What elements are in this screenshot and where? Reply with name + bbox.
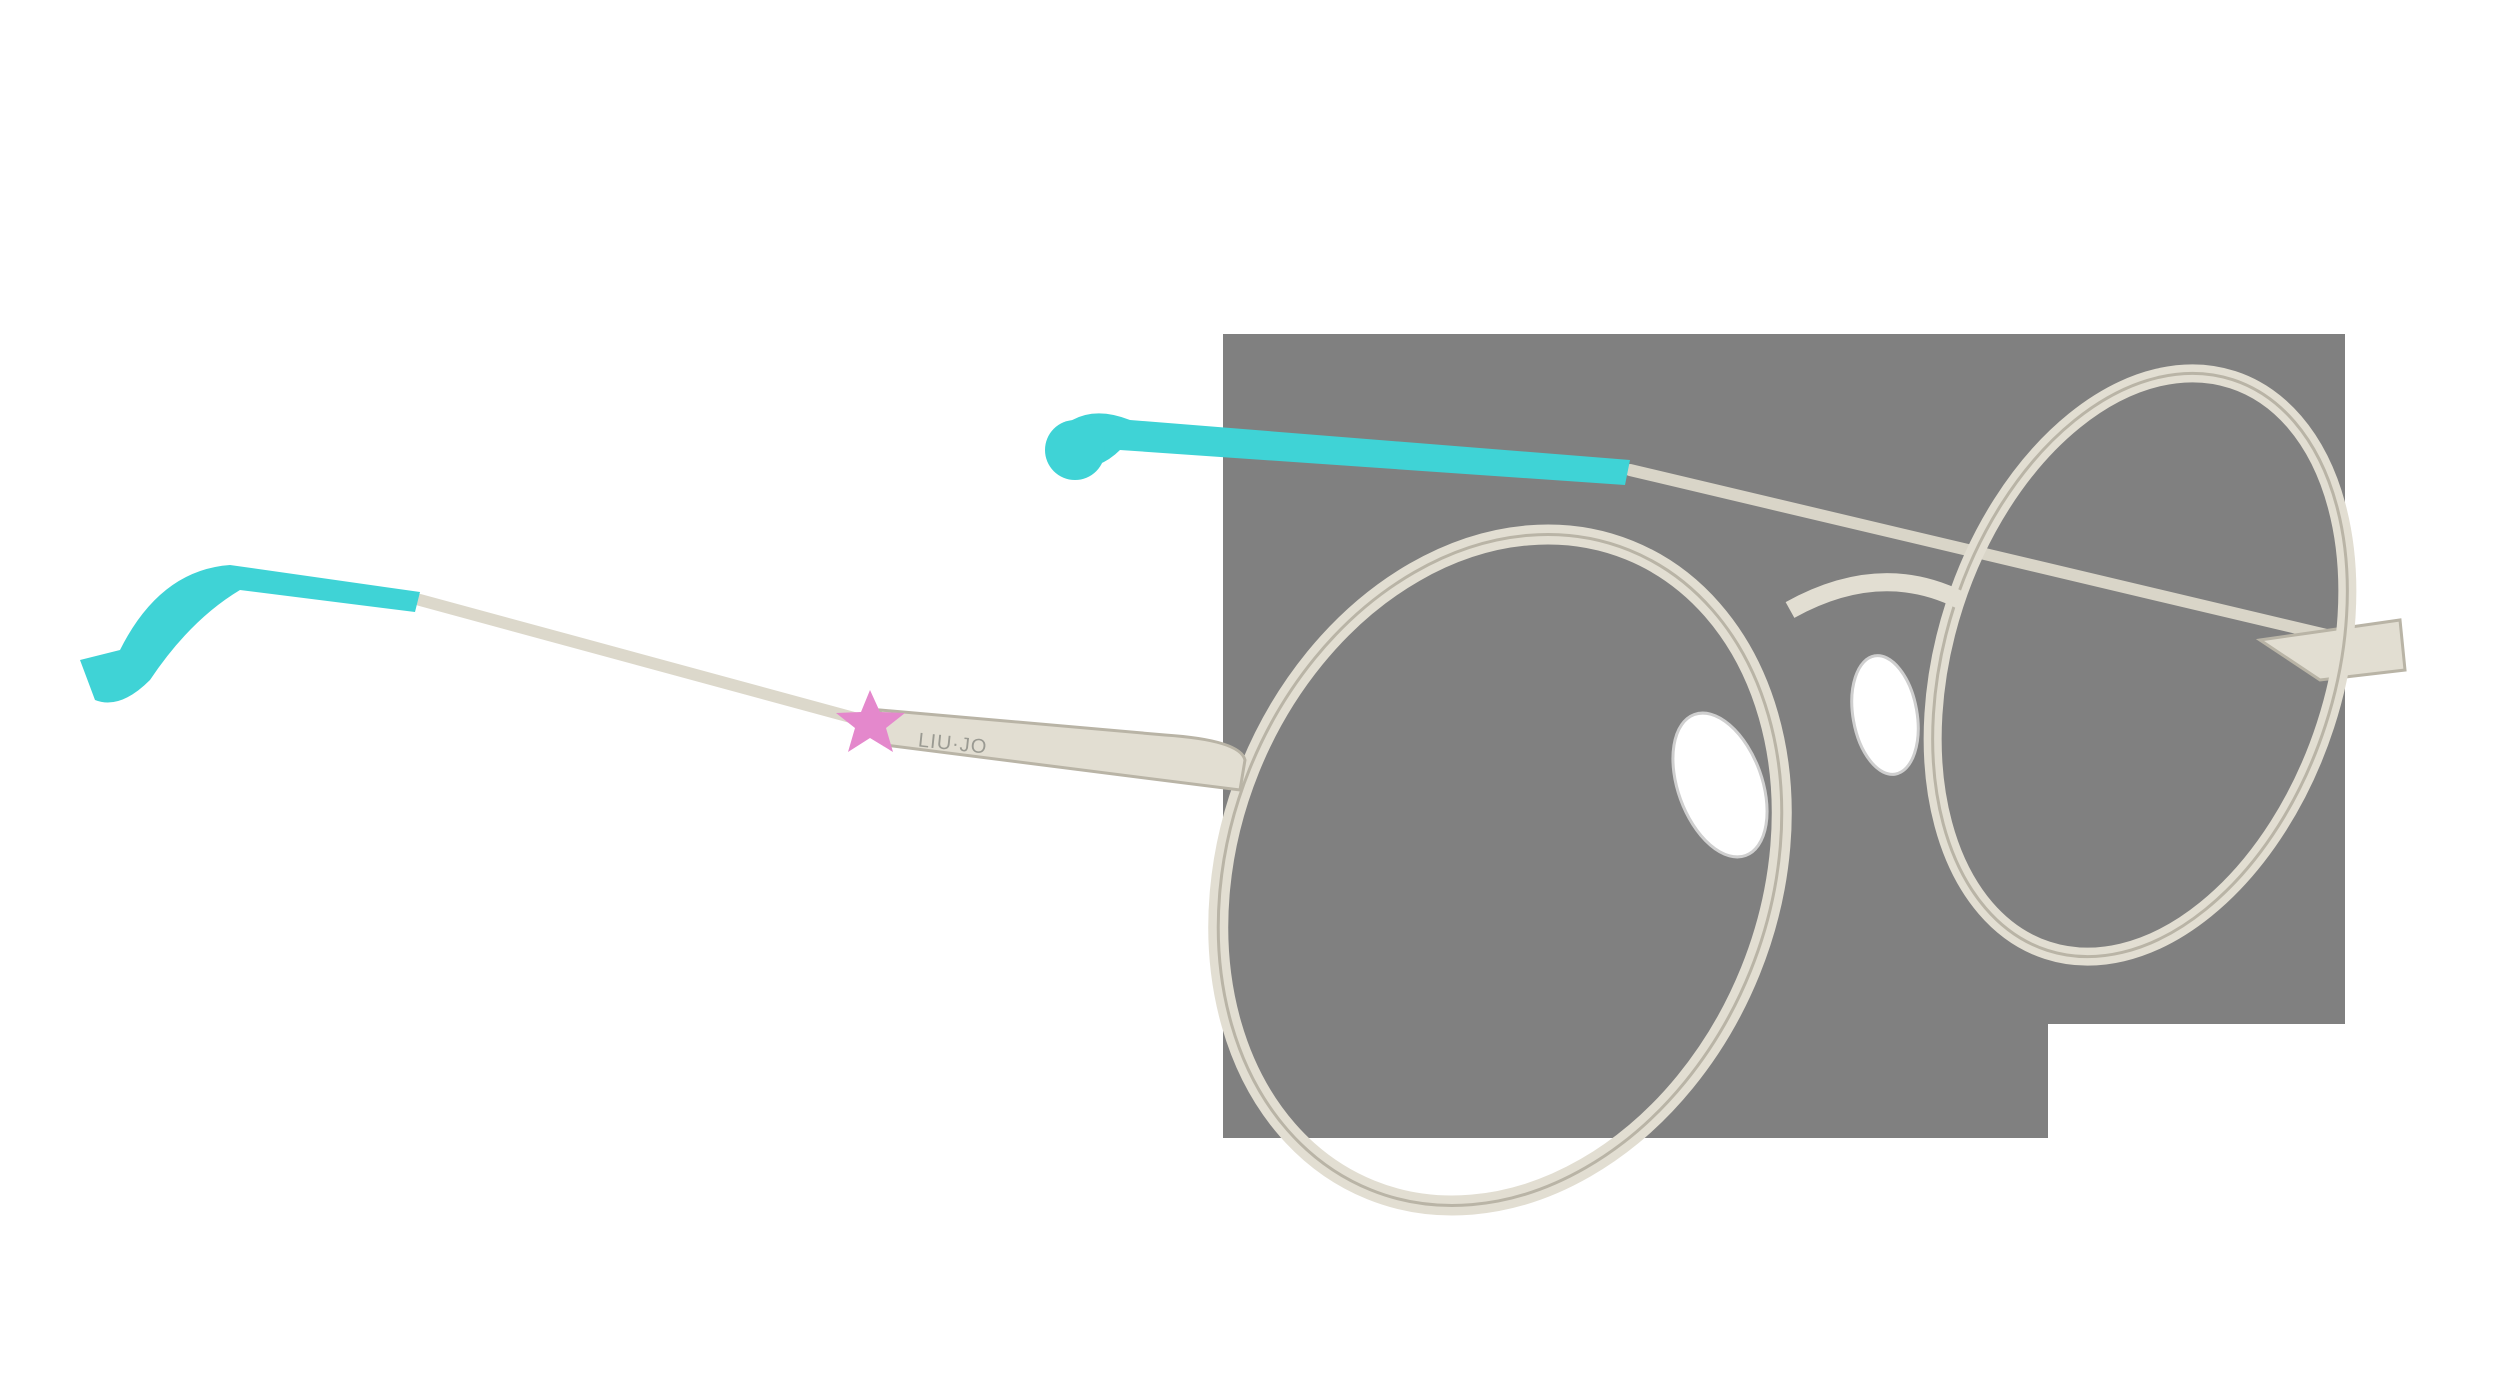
bridge [1785, 573, 1965, 618]
near-lens-rim [1208, 524, 1792, 1216]
far-temple [1045, 413, 2396, 656]
nose-pad-right [1850, 654, 1920, 776]
far-lens-rim [1923, 364, 2357, 966]
grey-placeholder-block-lower [1223, 1024, 2048, 1138]
nose-pad-left [1671, 711, 1769, 859]
near-temple [80, 565, 1247, 792]
star-accent-icon [836, 690, 905, 752]
